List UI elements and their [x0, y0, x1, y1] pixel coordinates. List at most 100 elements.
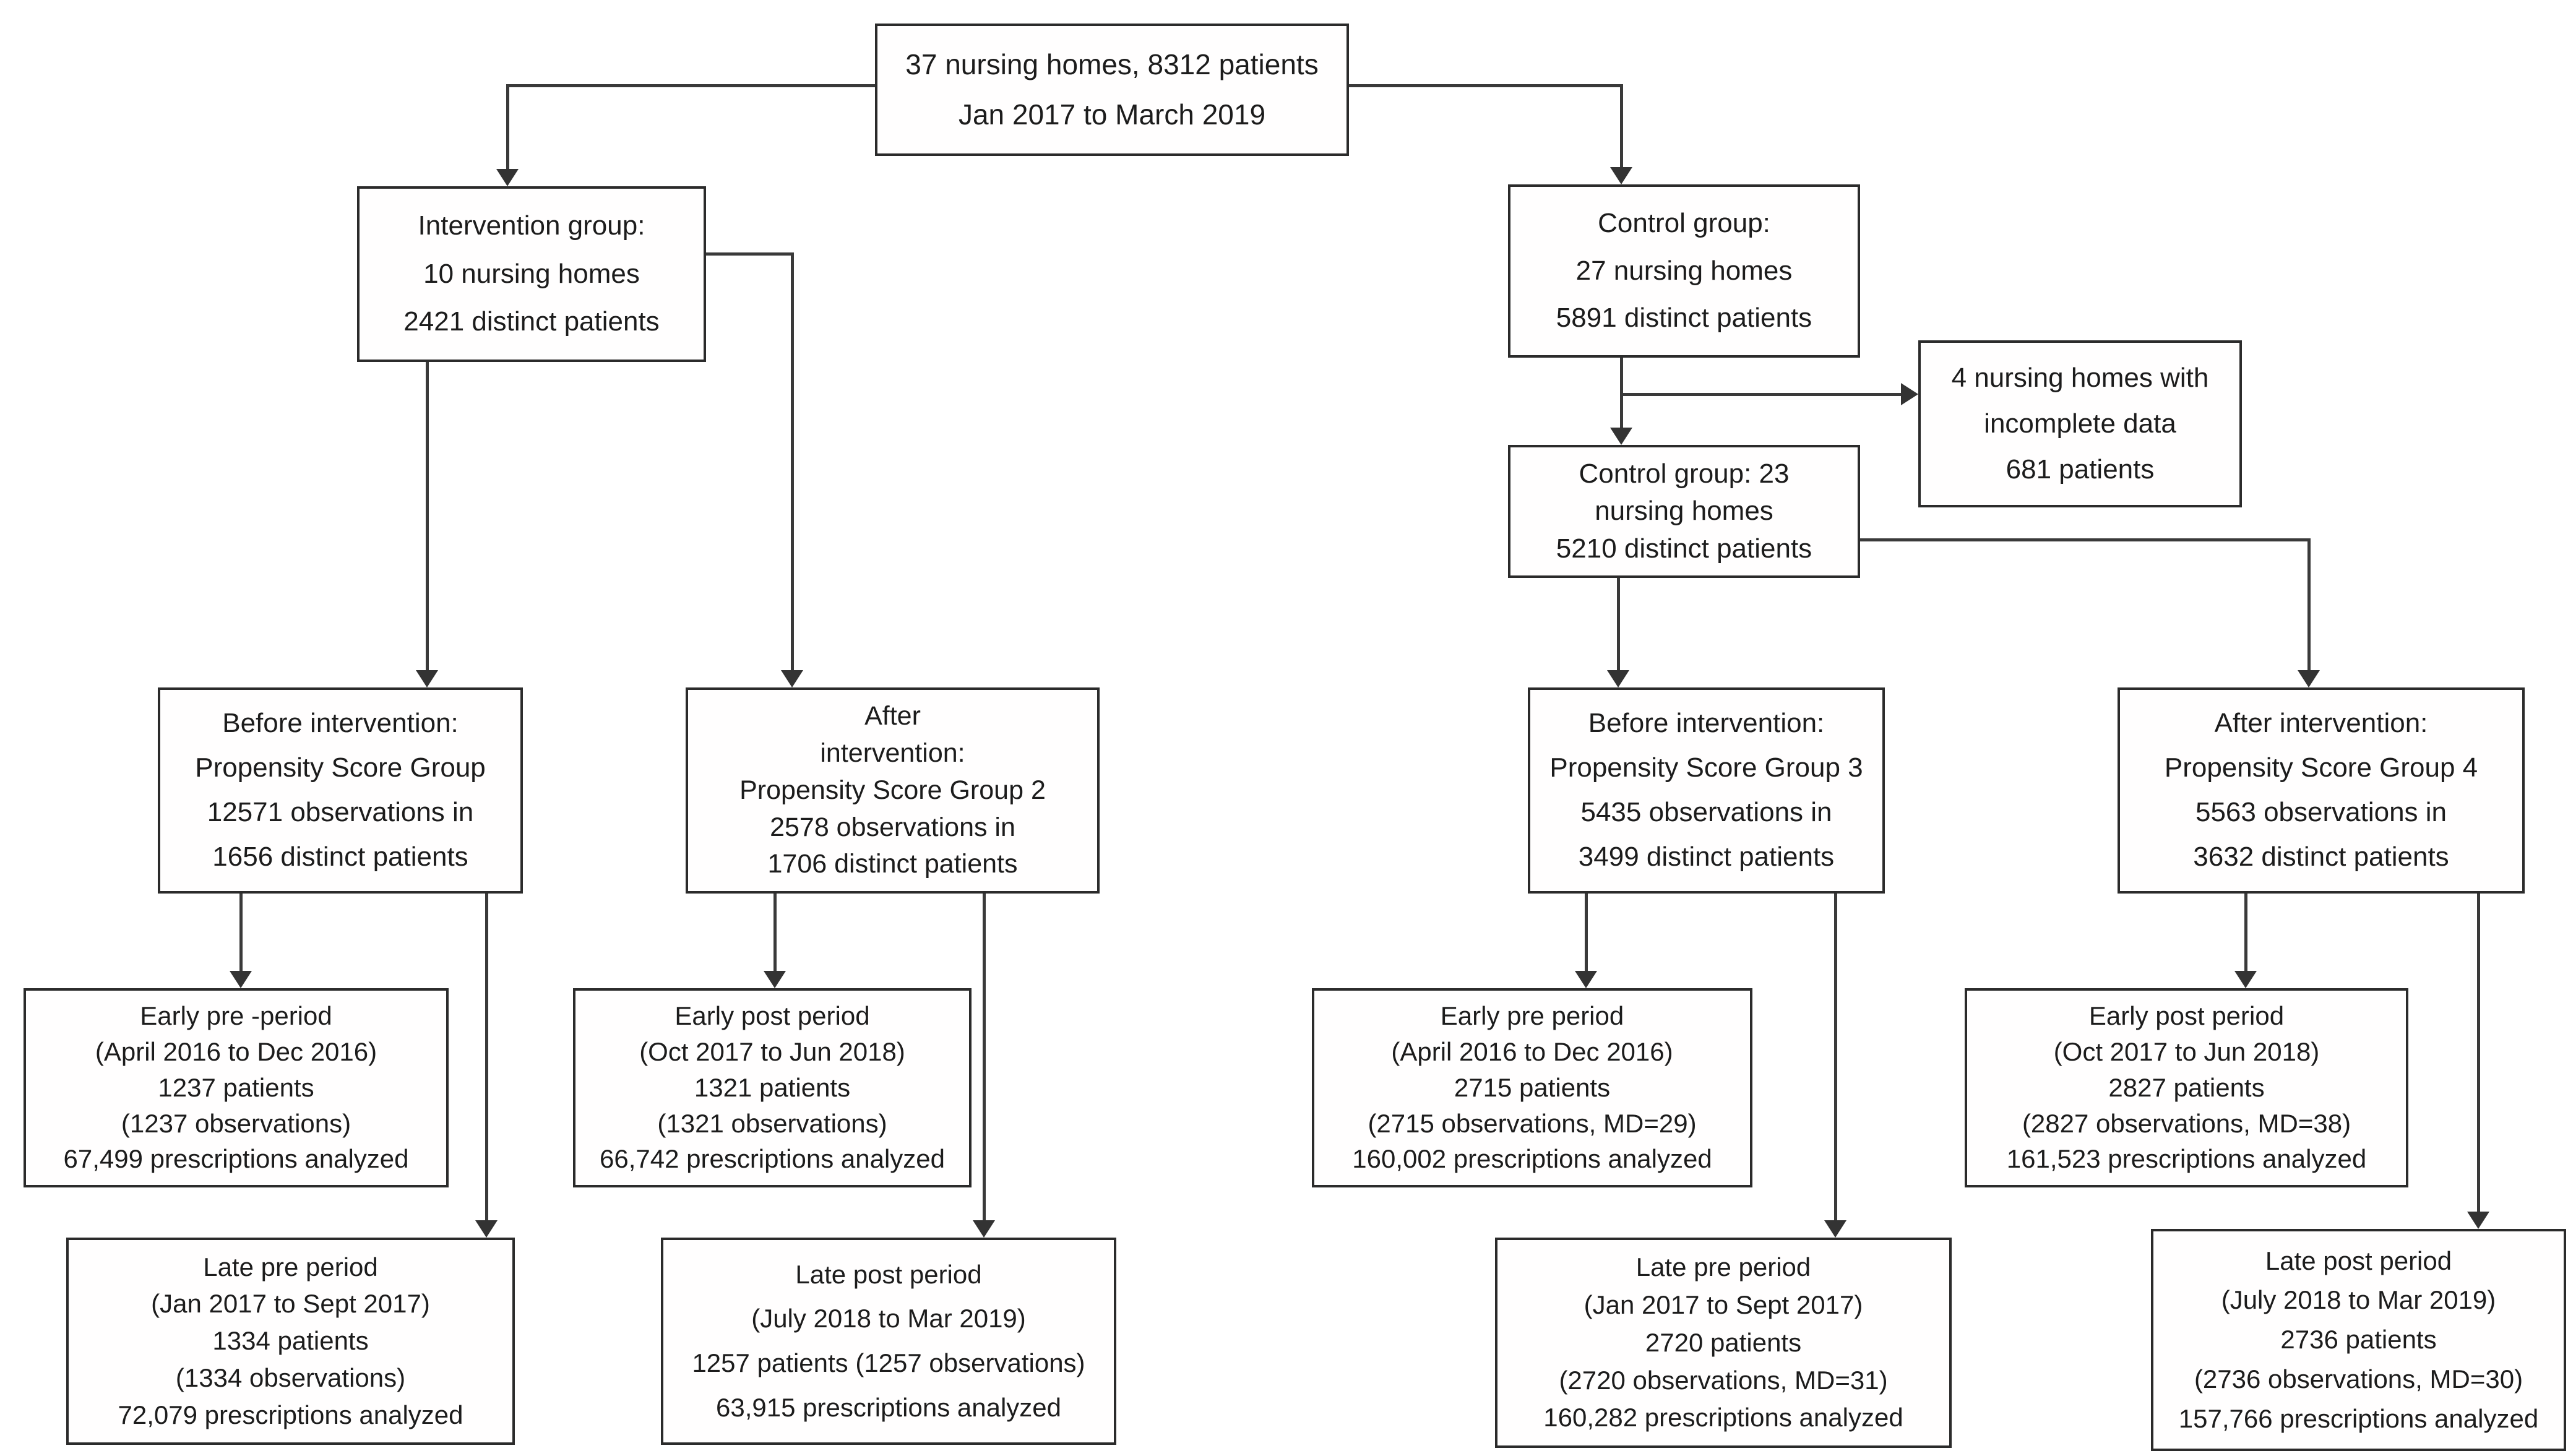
- text-line: 160,282 prescriptions analyzed: [1543, 1403, 1903, 1432]
- text-line: Control group: 23: [1579, 458, 1790, 489]
- text-line: 67,499 prescriptions analyzed: [63, 1144, 409, 1174]
- text-line: 10 nursing homes: [423, 258, 640, 289]
- arrowhead-down-icon: [2467, 1212, 2489, 1229]
- text-line: Late pre period: [1635, 1252, 1811, 1282]
- text-line: 5435 observations in: [1580, 797, 1832, 828]
- text-line: 5210 distinct patients: [1556, 533, 1812, 564]
- text-line: 12571 observations in: [207, 797, 474, 828]
- connector-after4-to-earlypost: [2244, 894, 2247, 972]
- connector-control23-to-after4-v: [2307, 538, 2311, 671]
- text-line: Jan 2017 to March 2019: [958, 98, 1266, 131]
- text-line: 1656 distinct patients: [212, 842, 468, 872]
- box-early-pre-intervention: Early pre -period (April 2016 to Dec 2016…: [24, 988, 449, 1187]
- arrowhead-down-icon: [416, 670, 438, 687]
- text-line: Early post period: [674, 1001, 870, 1031]
- text-line: (2736 observations, MD=30): [2194, 1364, 2523, 1394]
- text-line: After: [864, 701, 921, 731]
- arrowhead-down-icon: [1607, 670, 1629, 687]
- connector-after4-to-latepost: [2477, 894, 2480, 1213]
- text-line: (July 2018 to Mar 2019): [751, 1304, 1026, 1333]
- text-line: 2736 patients: [2280, 1325, 2437, 1355]
- box-late-post-control: Late post period (July 2018 to Mar 2019) 2…: [2151, 1229, 2566, 1451]
- box-before-intervention-ps1: Before intervention: Propensity Score Gro…: [158, 687, 523, 894]
- connector-after2-to-latepost: [983, 894, 986, 1221]
- text-line: 1257 patients (1257 observations): [692, 1348, 1085, 1378]
- text-line: (2720 observations, MD=31): [1559, 1365, 1888, 1395]
- text-line: Propensity Score Group 4: [2164, 752, 2478, 783]
- box-early-post-control: Early post period(Oct 2017 to Jun 2018)2…: [1965, 988, 2408, 1187]
- text-line: (1237 observations): [121, 1108, 351, 1138]
- arrowhead-down-icon: [781, 670, 803, 687]
- arrowhead-down-icon: [1575, 971, 1597, 988]
- text-line: 63,915 prescriptions analyzed: [715, 1393, 1062, 1423]
- box-late-pre-intervention: Late pre period(Jan 2017 to Sept 2017)13…: [66, 1238, 515, 1445]
- text-line: Propensity Score Group 3: [1549, 752, 1863, 783]
- arrowhead-down-icon: [1610, 428, 1632, 445]
- text-line: 5891 distinct patients: [1556, 303, 1812, 334]
- arrowhead-down-icon: [2298, 670, 2320, 687]
- box-control-group: Control group: 27 nursing homes 5891 disti…: [1508, 184, 1860, 358]
- text-line: 161,523 prescriptions analyzed: [2006, 1144, 2367, 1174]
- arrowhead-down-icon: [1824, 1220, 1846, 1238]
- box-after-intervention-ps4: After intervention:Propensity Score Grou…: [2118, 687, 2525, 894]
- box-early-pre-control: Early pre period(April 2016 to Dec 2016)…: [1312, 988, 1752, 1187]
- connector-root-to-control-v: [1620, 84, 1623, 168]
- connector-before3-to-latepre: [1834, 894, 1837, 1221]
- text-line: (Oct 2017 to Jun 2018): [639, 1037, 905, 1067]
- text-line: (Jan 2017 to Sept 2017): [1583, 1290, 1863, 1320]
- connector-before1-to-earlypre: [239, 894, 243, 972]
- arrowhead-down-icon: [1610, 167, 1632, 184]
- arrowhead-down-icon: [973, 1220, 995, 1238]
- text-line: 1237 patients: [158, 1072, 314, 1102]
- text-line: (April 2016 to Dec 2016): [1391, 1037, 1673, 1067]
- text-line: (1321 observations): [657, 1108, 887, 1138]
- text-line: (April 2016 to Dec 2016): [95, 1037, 377, 1067]
- text-line: Before intervention:: [222, 708, 459, 739]
- connector-root-to-intervention-h: [506, 84, 875, 87]
- text-line: 4 nursing homes with: [1951, 362, 2209, 393]
- text-line: 1321 patients: [694, 1072, 851, 1102]
- arrowhead-down-icon: [496, 169, 519, 186]
- arrowhead-down-icon: [764, 971, 786, 988]
- text-line: 2578 observations in: [770, 812, 1015, 842]
- text-line: Late post period: [2265, 1246, 2452, 1275]
- text-line: 72,079 prescriptions analyzed: [118, 1400, 463, 1430]
- text-line: 1334 patients: [212, 1326, 369, 1356]
- text-line: Propensity Score Group 2: [739, 775, 1046, 805]
- box-after-intervention-ps2: After intervention: Propensity Score Group…: [686, 687, 1100, 894]
- text-line: 2720 patients: [1645, 1327, 1802, 1357]
- text-line: 66,742 prescriptions analyzed: [599, 1144, 946, 1174]
- text-line: Late pre period: [203, 1252, 378, 1282]
- text-line: (July 2018 to Mar 2019): [2221, 1285, 2496, 1315]
- text-line: 3632 distinct patients: [2193, 842, 2449, 872]
- arrowhead-down-icon: [475, 1220, 498, 1238]
- text-line: 27 nursing homes: [1575, 255, 1793, 286]
- text-line: Propensity Score Group: [195, 752, 486, 783]
- connector-before1-to-latepre: [485, 894, 488, 1221]
- arrowhead-down-icon: [2234, 971, 2257, 988]
- connector-intervention-to-after2-v: [791, 252, 794, 671]
- text-line: 160,002 prescriptions analyzed: [1352, 1144, 1712, 1174]
- text-line: 681 patients: [2006, 454, 2155, 485]
- text-line: Early pre -period: [140, 1001, 332, 1031]
- arrowhead-right-icon: [1901, 383, 1918, 405]
- text-line: 2715 patients: [1454, 1072, 1611, 1102]
- text-line: Control group:: [1598, 208, 1770, 239]
- connector-control-to-excluded: [1620, 393, 1903, 396]
- connector-root-to-intervention-v: [506, 84, 509, 171]
- text-line: 5563 observations in: [2195, 797, 2447, 828]
- connector-control23-to-after4-h: [1860, 538, 2310, 541]
- connector-control23-to-before3: [1617, 578, 1620, 671]
- text-line: Late post period: [795, 1259, 982, 1289]
- box-before-intervention-ps3: Before intervention:Propensity Score Gro…: [1528, 687, 1885, 894]
- text-line: 1706 distinct patients: [767, 849, 1018, 879]
- text-line: intervention:: [820, 738, 965, 769]
- text-line: 2421 distinct patients: [403, 306, 660, 337]
- box-late-post-intervention: Late post period (July 2018 to Mar 2019) 1…: [661, 1238, 1116, 1445]
- text-line: Early post period: [2088, 1001, 2285, 1031]
